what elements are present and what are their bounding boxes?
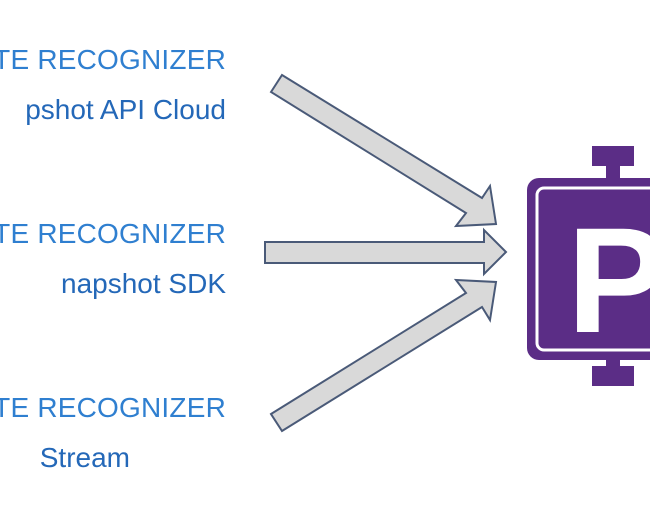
parking-letter: P [567,196,650,364]
arrow-middle [264,227,508,277]
source-1-subtitle: pshot API Cloud [25,94,226,125]
source-3-subtitle: Stream [39,442,130,473]
arrow-top [269,73,498,228]
arrow-bottom [269,278,498,433]
source-1-title: TE RECOGNIZER [0,44,226,75]
parking-sign-icon: P [527,146,650,386]
source-3-title: TE RECOGNIZER [0,392,226,423]
source-2-subtitle: napshot SDK [61,268,226,299]
source-2-title: TE RECOGNIZER [0,218,226,249]
